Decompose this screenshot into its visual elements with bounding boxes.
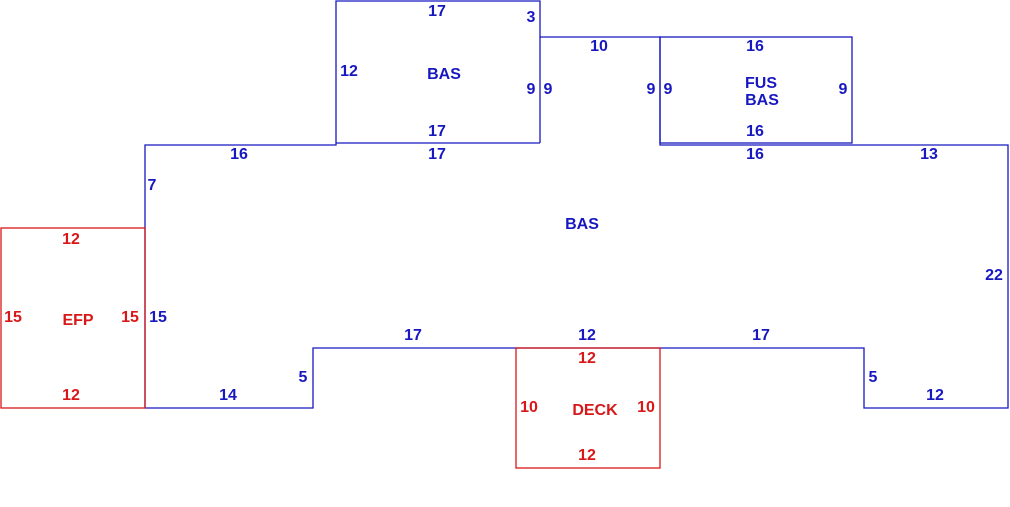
upper-bas-right-dim: 9 (527, 81, 536, 98)
dim-left-lower: 15 (149, 309, 167, 326)
fus-bas-label-1: FUS (745, 75, 777, 92)
deck-top: 12 (578, 350, 596, 367)
dim-top-mid: 17 (428, 146, 446, 163)
deck-label: DECK (572, 402, 618, 419)
dim-bottom-right: 12 (926, 387, 944, 404)
efp-box (0, 227, 146, 409)
connector-right: 9 (647, 81, 656, 98)
connector-top: 10 (590, 38, 608, 55)
main-bas-outline (144, 0, 1009, 409)
fus-bas-left: 9 (664, 81, 673, 98)
dim-inner-mid: 12 (578, 327, 596, 344)
connector-left: 9 (544, 81, 553, 98)
efp-bottom: 12 (62, 387, 80, 404)
dim-top-left: 16 (230, 146, 248, 163)
upper-bas-label: BAS (427, 66, 461, 83)
efp-left: 15 (4, 309, 22, 326)
deck-bottom: 12 (578, 447, 596, 464)
efp-right: 15 (121, 309, 139, 326)
fus-bas-label-2: BAS (745, 92, 779, 109)
upper-bas-bottom-dim: 17 (428, 123, 446, 140)
fus-bas-top: 16 (746, 38, 764, 55)
fus-bas-right: 9 (839, 81, 848, 98)
upper-bas-top: 17 (428, 3, 446, 20)
dim-inner-right: 17 (752, 327, 770, 344)
upper-bas-left: 12 (340, 63, 358, 80)
dim-top-right-a: 16 (746, 146, 764, 163)
dim-step-right: 5 (869, 369, 878, 386)
dim-right: 22 (985, 267, 1003, 284)
dim-top-right-b: 13 (920, 146, 938, 163)
deck-left: 10 (520, 399, 538, 416)
main-bas-label: BAS (565, 216, 599, 233)
deck-right: 10 (637, 399, 655, 416)
fus-bas-box (659, 36, 853, 144)
fus-bas-bottom: 16 (746, 123, 764, 140)
efp-label: EFP (62, 312, 93, 329)
dim-inner-left: 17 (404, 327, 422, 344)
dim-left-upper: 7 (148, 177, 157, 194)
dim-bottom-left: 14 (219, 387, 237, 404)
deck-box (515, 347, 661, 469)
upper-bas-corner: 3 (527, 9, 536, 26)
dim-step-left: 5 (299, 369, 308, 386)
efp-top: 12 (62, 231, 80, 248)
